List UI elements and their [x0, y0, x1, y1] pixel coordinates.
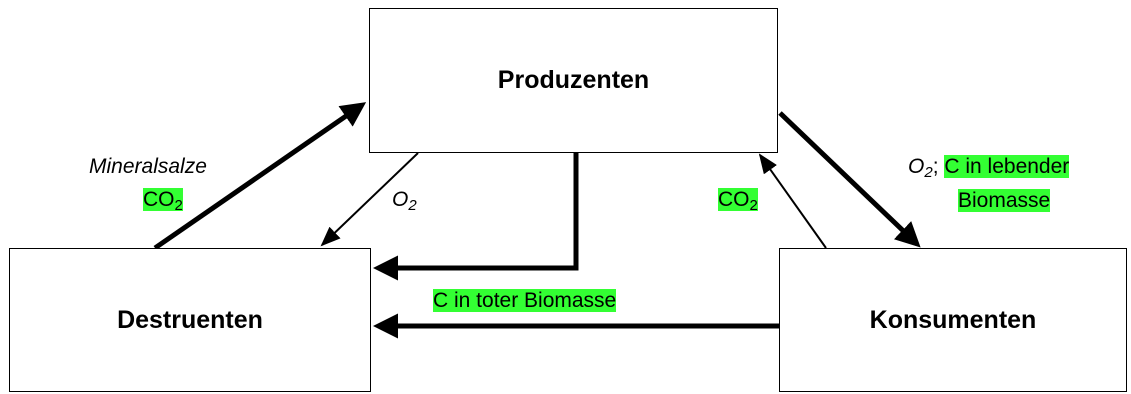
label-o2-mid: O2	[392, 188, 417, 214]
node-konsumenten-label: Konsumenten	[869, 305, 1037, 334]
arrow-produzenten-to-destruenten-dead-biomass	[373, 153, 579, 281]
label-co2-right: CO2	[718, 188, 758, 214]
arrow-konsumenten-to-produzenten	[758, 153, 827, 249]
label-lebende-biomasse-line2: Biomasse	[958, 189, 1051, 212]
node-produzenten: Produzenten	[369, 8, 778, 153]
node-destruenten: Destruenten	[9, 248, 371, 392]
node-produzenten-label: Produzenten	[497, 66, 650, 94]
node-destruenten-label: Destruenten	[117, 305, 263, 334]
label-co2-left: CO2	[143, 188, 183, 214]
label-o2-lebende-biomasse: O2; C in lebender	[908, 155, 1070, 181]
label-tote-biomasse: C in toter Biomasse	[433, 289, 617, 312]
arrow-destruenten-to-produzenten	[153, 102, 367, 251]
arrow-produzenten-to-konsumenten	[778, 111, 921, 248]
arrow-produzenten-to-destruenten-o2	[320, 152, 419, 247]
label-mineralsalze: Mineralsalze	[89, 155, 207, 178]
node-konsumenten: Konsumenten	[779, 248, 1127, 392]
